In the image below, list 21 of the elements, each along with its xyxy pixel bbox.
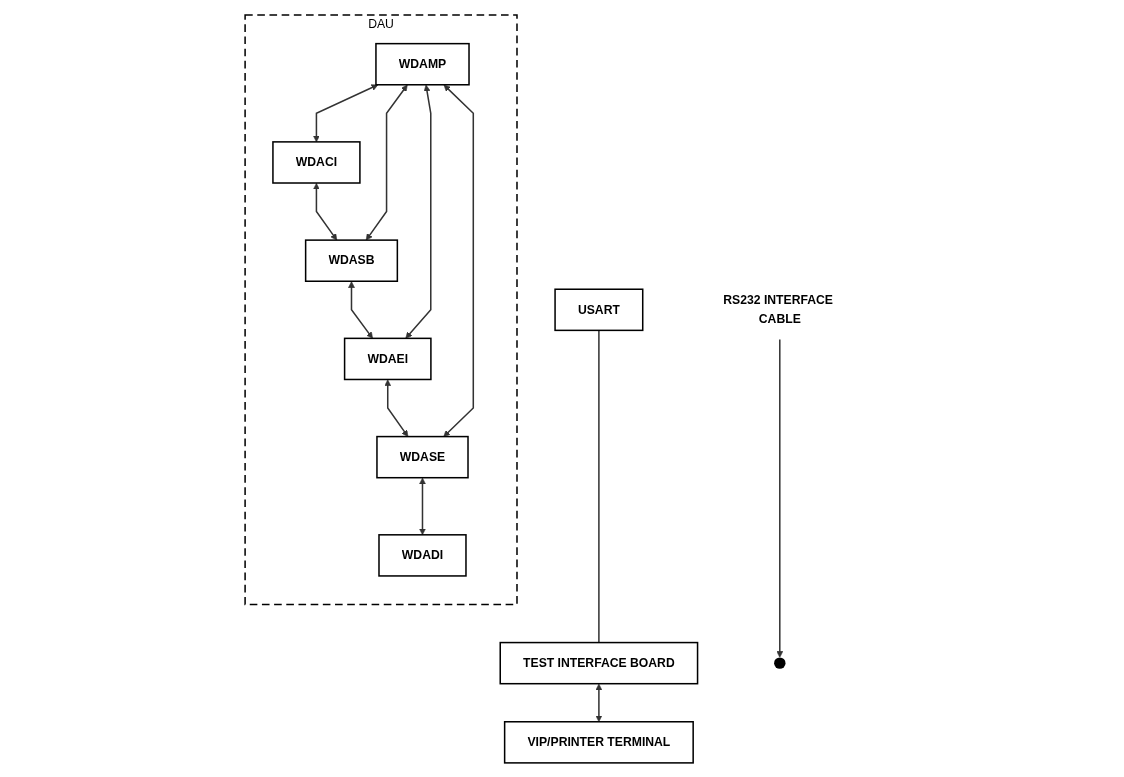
arrow <box>405 84 432 339</box>
arrow <box>384 378 409 437</box>
arrow <box>348 280 373 339</box>
node-box: VIP/PRINTER TERMINAL <box>503 720 694 764</box>
arrow <box>365 84 408 240</box>
node-box: WDASE <box>376 435 469 478</box>
connector <box>598 329 600 643</box>
node-box: USART <box>554 287 644 331</box>
arrow <box>776 338 784 658</box>
arrow <box>313 182 338 240</box>
arrow <box>313 83 379 142</box>
node-text: RS232 INTERFACE CABLE <box>723 293 833 325</box>
node-box: TEST INTERFACE BOARD <box>499 641 699 684</box>
arrow <box>419 477 426 535</box>
arrow <box>443 84 475 437</box>
node-box: WDASB <box>304 238 399 282</box>
node-box: WDADI <box>378 533 467 577</box>
arrow <box>595 683 603 722</box>
node-box: WDACI <box>272 140 361 184</box>
node-box: WDAEI <box>343 337 432 380</box>
node-box: WDAMP <box>375 42 470 86</box>
